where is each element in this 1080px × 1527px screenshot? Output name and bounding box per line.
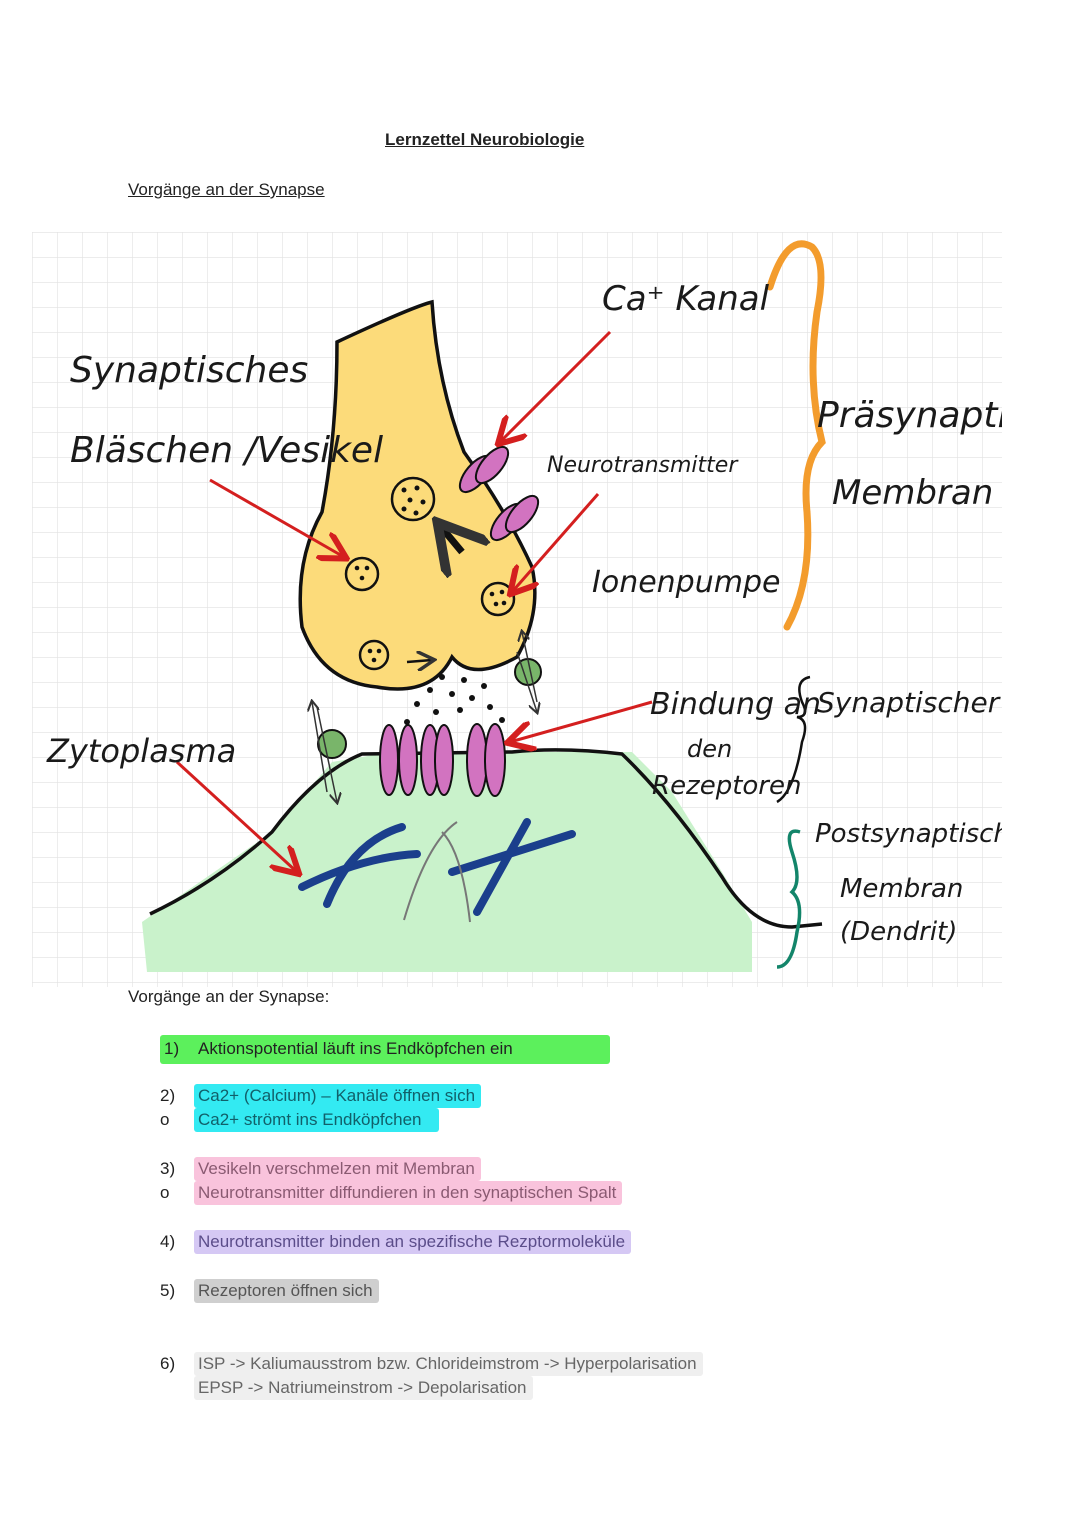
pointer-arrows	[175, 330, 653, 872]
step-number: 3)	[160, 1159, 176, 1178]
step-item: 2) Ca2+ (Calcium) – Kanäle öffnen sich	[160, 1084, 482, 1108]
step-item: EPSP -> Natriumeinstrom -> Depolarisatio…	[160, 1376, 533, 1400]
label-ion-pump: Ionenpumpe	[592, 565, 780, 600]
step-number: 1)	[164, 1039, 180, 1058]
neurotransmitter-dots	[404, 674, 505, 725]
label-postsynaptic-3: (Dendrit)	[840, 917, 957, 947]
postsynaptic-brace	[776, 829, 802, 969]
label-ca-channel: Ca⁺ Kanal	[602, 279, 770, 319]
step-text: Rezeptoren öffnen sich	[194, 1279, 379, 1303]
step-number: 6)	[160, 1354, 176, 1373]
synapse-diagram: Synaptisches Bläschen /Vesikel Ca⁺ Kanal…	[32, 232, 1002, 987]
presynaptic-brace	[766, 240, 826, 631]
ca-channels	[458, 445, 540, 542]
step-text: Neurotransmitter diffundieren in den syn…	[194, 1181, 623, 1205]
step-bullet: o	[160, 1110, 170, 1129]
label-presynaptic: Präsynaptische	[817, 395, 1002, 436]
step-bullet: o	[160, 1183, 170, 1202]
step-text: Ca2+ (Calcium) – Kanäle öffnen sich	[194, 1084, 482, 1108]
steps-heading: Vorgänge an der Synapse:	[128, 987, 330, 1006]
step-text: Ca2+ strömt ins Endköpfchen	[194, 1108, 440, 1132]
step-item: 1) Aktionspotential läuft ins Endköpfchen…	[160, 1035, 610, 1064]
cytoskeleton	[298, 818, 576, 916]
label-neurotransmitter: Neurotransmitter	[547, 453, 739, 478]
label-binding-2: den	[687, 735, 732, 763]
label-vesicle: Synaptisches	[70, 350, 308, 391]
label-postsynaptic: Postsynaptische	[815, 819, 1002, 849]
step-item: o Neurotransmitter diffundieren in den sy…	[160, 1181, 623, 1205]
postsynaptic-membrane	[149, 748, 823, 929]
step-item: 5) Rezeptoren öffnen sich	[160, 1279, 379, 1303]
label-postsynaptic-2: Membran	[840, 874, 963, 904]
cleft-brace	[776, 675, 811, 804]
step-item: 6) ISP -> Kaliumausstrom bzw. Chlorideims…	[160, 1352, 703, 1376]
step-item: 3) Vesikeln verschmelzen mit Membran	[160, 1157, 481, 1181]
label-cytoplasm: Zytoplasma	[46, 732, 236, 770]
label-cleft: Synaptischer spalt	[817, 686, 1002, 719]
step-item: 4) Neurotransmitter binden an spezifische…	[160, 1230, 632, 1254]
step-number: 2)	[160, 1086, 176, 1105]
label-presynaptic-2: Membran	[832, 473, 993, 513]
step-number: 4)	[160, 1232, 176, 1251]
section-heading: Vorgänge an der Synapse	[128, 180, 325, 199]
step-text: ISP -> Kaliumausstrom bzw. Chlorideimstr…	[194, 1352, 703, 1376]
page-title: Lernzettel Neurobiologie	[385, 130, 585, 149]
step-number: 5)	[160, 1281, 176, 1300]
label-vesicle-2: Bläschen /Vesikel	[70, 430, 383, 471]
step-text: Vesikeln verschmelzen mit Membran	[194, 1157, 481, 1181]
receptors	[379, 723, 506, 797]
label-binding: Bindung an	[650, 687, 821, 722]
step-text: EPSP -> Natriumeinstrom -> Depolarisatio…	[194, 1376, 533, 1400]
step-item: o Ca2+ strömt ins Endköpfchen	[160, 1108, 440, 1132]
step-text: Neurotransmitter binden an spezifische R…	[194, 1230, 632, 1254]
step-text: Aktionspotential läuft ins Endköpfchen e…	[198, 1039, 513, 1058]
label-binding-3: Rezeptoren	[652, 771, 801, 801]
